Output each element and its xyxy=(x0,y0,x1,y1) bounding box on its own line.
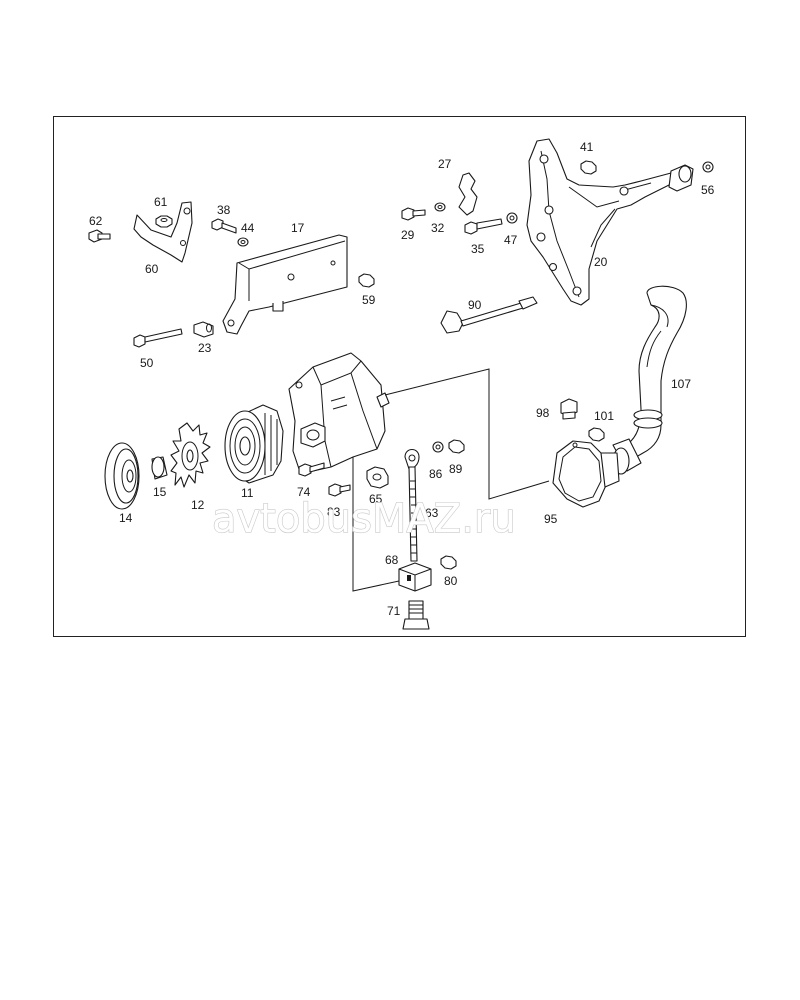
clip-27 xyxy=(458,172,478,216)
callout-20: 20 xyxy=(594,255,608,269)
callout-60: 60 xyxy=(145,262,159,276)
pulley-14 xyxy=(104,442,140,510)
bolt-62 xyxy=(88,229,111,243)
callout-90: 90 xyxy=(468,298,482,312)
bolt-29 xyxy=(401,207,426,221)
bracket-60 xyxy=(133,201,193,263)
callout-14: 14 xyxy=(119,511,133,525)
callout-65: 65 xyxy=(369,492,383,506)
watermark-graphic: avtobusMAZ.ru xyxy=(211,495,516,542)
alternator-housing xyxy=(288,352,390,472)
nut-65 xyxy=(366,466,389,489)
callout-71: 71 xyxy=(387,604,401,618)
callout-68: 68 xyxy=(385,553,399,567)
nut-101 xyxy=(588,427,605,442)
washer-56 xyxy=(702,161,714,173)
rotor-11 xyxy=(224,404,284,484)
bolt-74 xyxy=(298,462,325,477)
callout-83: 83 xyxy=(327,505,341,519)
nut-80 xyxy=(440,555,457,570)
block-68 xyxy=(398,562,432,592)
callout-50: 50 xyxy=(140,356,154,370)
callout-15: 15 xyxy=(153,485,167,499)
callout-11: 11 xyxy=(241,486,254,500)
callout-86: 86 xyxy=(429,467,443,481)
nut-23 xyxy=(193,321,214,338)
watermark: avtobusMAZ.ru xyxy=(211,494,592,544)
callout-59: 59 xyxy=(362,293,376,307)
callout-56: 56 xyxy=(701,183,715,197)
washer-47 xyxy=(506,212,518,224)
callout-107: 107 xyxy=(671,377,691,391)
callout-101: 101 xyxy=(594,409,614,423)
callout-17: 17 xyxy=(291,221,305,235)
spacer-15 xyxy=(151,456,168,480)
diagram-drawing: 62 61 60 38 44 17 59 50 23 27 29 32 35 4… xyxy=(88,138,715,630)
callout-41: 41 xyxy=(580,140,594,154)
bolt-50 xyxy=(133,328,183,348)
nut-41 xyxy=(580,160,597,175)
callout-27: 27 xyxy=(438,157,452,171)
callout-74: 74 xyxy=(297,485,311,499)
cover-95 xyxy=(552,440,620,508)
callout-63: 63 xyxy=(425,506,439,520)
nut-89 xyxy=(448,439,465,454)
rod-90 xyxy=(440,296,538,334)
callout-98: 98 xyxy=(536,406,550,420)
callout-32: 32 xyxy=(431,221,445,235)
hose-107 xyxy=(612,285,687,475)
callout-89: 89 xyxy=(449,462,463,476)
sensor-98 xyxy=(560,398,578,420)
bolt-71 xyxy=(402,600,430,630)
bolt-83 xyxy=(328,483,351,497)
callout-80: 80 xyxy=(444,574,458,588)
nut-61 xyxy=(155,215,173,228)
callout-95: 95 xyxy=(544,512,558,526)
nut-59 xyxy=(358,273,375,288)
washer-32 xyxy=(434,202,446,212)
callout-labels: 62 61 60 38 44 17 59 50 23 27 29 32 35 4… xyxy=(89,140,715,618)
watermark-text: avtobusMAZ.ru xyxy=(212,496,516,542)
callout-44: 44 xyxy=(241,221,255,235)
bolt-35 xyxy=(464,218,503,235)
washer-44 xyxy=(237,237,249,247)
callout-35: 35 xyxy=(471,242,485,256)
washer-86 xyxy=(432,441,444,453)
callout-47: 47 xyxy=(504,233,518,247)
callout-62: 62 xyxy=(89,214,103,228)
assembly-guide-lines xyxy=(352,368,550,592)
exploded-parts-diagram: 62 61 60 38 44 17 59 50 23 27 29 32 35 4… xyxy=(53,116,746,637)
bolt-38 xyxy=(211,218,237,234)
callout-29: 29 xyxy=(401,228,415,242)
callout-61: 61 xyxy=(154,195,168,209)
sleeve-top-right xyxy=(668,164,694,192)
callout-23: 23 xyxy=(198,341,212,355)
fan-12 xyxy=(170,422,211,488)
bracket-17 xyxy=(222,234,348,335)
terminal-63 xyxy=(404,448,420,562)
callout-12: 12 xyxy=(191,498,205,512)
callout-38: 38 xyxy=(217,203,231,217)
bracket-20 xyxy=(526,138,674,306)
